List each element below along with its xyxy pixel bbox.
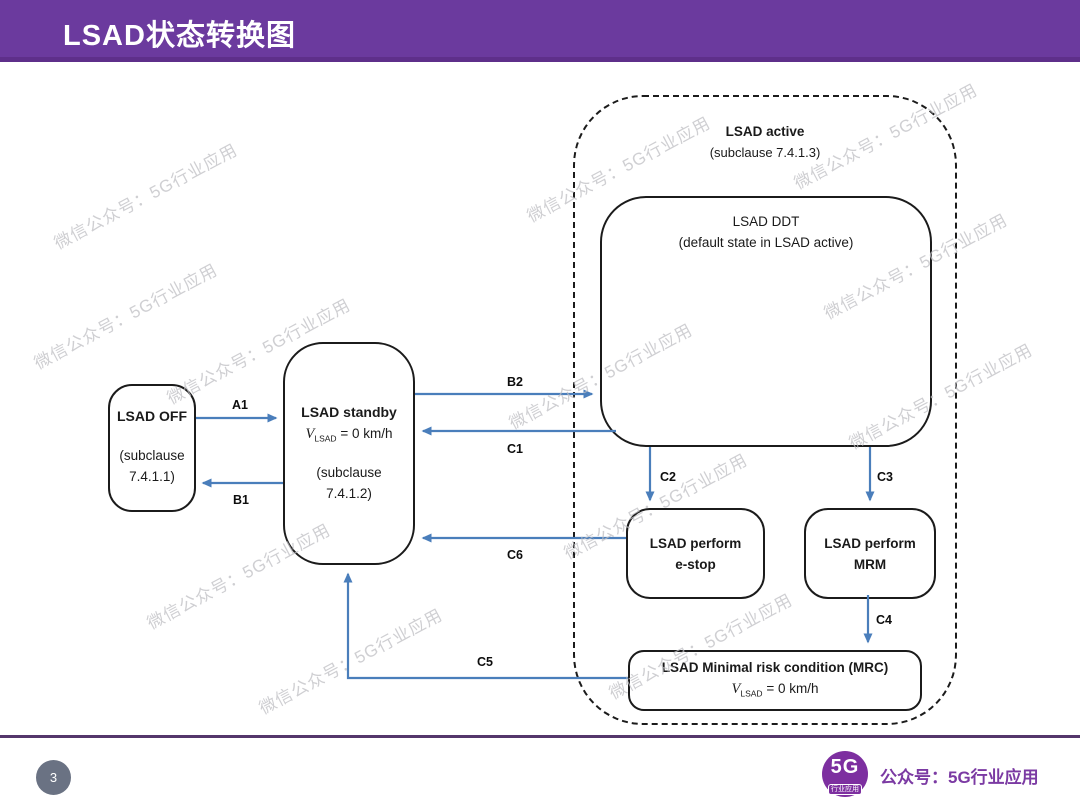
watermark-text: 微信公众号：5G行业应用 xyxy=(51,140,241,254)
page-number: 3 xyxy=(49,770,58,785)
state-subclause: (subclause xyxy=(119,448,185,463)
state-title: e-stop xyxy=(675,556,716,572)
state-title: LSAD Minimal risk condition (MRC) xyxy=(661,659,889,675)
state-subtitle: (default state in LSAD active) xyxy=(678,235,854,250)
state-title: MRM xyxy=(853,556,887,572)
state-speed: VLSAD = 0 km/h xyxy=(305,426,393,444)
logo-5g-text: 5G xyxy=(830,756,860,778)
state-title: LSAD standby xyxy=(301,404,397,420)
state-title: LSAD OFF xyxy=(117,408,187,424)
state-lsad-mrm: LSAD perform MRM xyxy=(804,508,936,599)
state-subclause: (subclause 7.4.1.3) xyxy=(709,145,821,160)
edge-label-c4: C4 xyxy=(876,613,892,627)
state-title: LSAD perform xyxy=(824,535,916,551)
state-subclause: (subclause xyxy=(316,464,382,480)
state-lsad-standby: LSAD standby VLSAD = 0 km/h (subclause 7… xyxy=(283,342,415,565)
page-number-badge: 3 xyxy=(36,760,71,795)
state-title: LSAD perform xyxy=(649,535,742,551)
state-lsad-mrc: LSAD Minimal risk condition (MRC) VLSAD … xyxy=(628,650,922,711)
state-lsad-ddt: LSAD DDT (default state in LSAD active) xyxy=(600,196,932,447)
state-subclause: 7.4.1.2) xyxy=(326,485,372,501)
state-lsad-off: LSAD OFF (subclause 7.4.1.1) xyxy=(108,384,196,512)
official-account-text: 公众号：5G行业应用 xyxy=(880,768,1039,787)
edge-label-c3: C3 xyxy=(877,470,893,484)
edge-label-b1: B1 xyxy=(233,493,249,507)
edge-label-c6: C6 xyxy=(507,548,523,562)
edge-label-a1: A1 xyxy=(232,398,248,412)
header-bar: LSAD状态转换图 xyxy=(0,0,1080,57)
watermark-text: 微信公众号：5G行业应用 xyxy=(31,260,221,374)
watermark-text: 微信公众号：5G行业应用 xyxy=(256,605,446,719)
state-speed: VLSAD = 0 km/h xyxy=(731,680,819,699)
state-title: LSAD active xyxy=(725,124,805,139)
state-subclause: 7.4.1.1) xyxy=(129,469,175,484)
state-lsad-estop: LSAD perform e-stop xyxy=(626,508,765,599)
page-title: LSAD状态转换图 xyxy=(63,20,296,52)
edge-label-c5: C5 xyxy=(477,655,493,669)
footer-divider xyxy=(0,735,1080,738)
state-lsad-active-container: LSAD active (subclause 7.4.1.3) xyxy=(573,95,957,725)
5g-logo-icon: 5G 行业应用 xyxy=(822,751,868,797)
edge-label-c1: C1 xyxy=(507,442,523,456)
logo-band-text: 行业应用 xyxy=(828,784,862,795)
header-bottom-strip xyxy=(0,57,1080,62)
state-title: LSAD DDT xyxy=(732,214,800,229)
edge-label-c2: C2 xyxy=(660,470,676,484)
edge-label-b2: B2 xyxy=(507,375,523,389)
